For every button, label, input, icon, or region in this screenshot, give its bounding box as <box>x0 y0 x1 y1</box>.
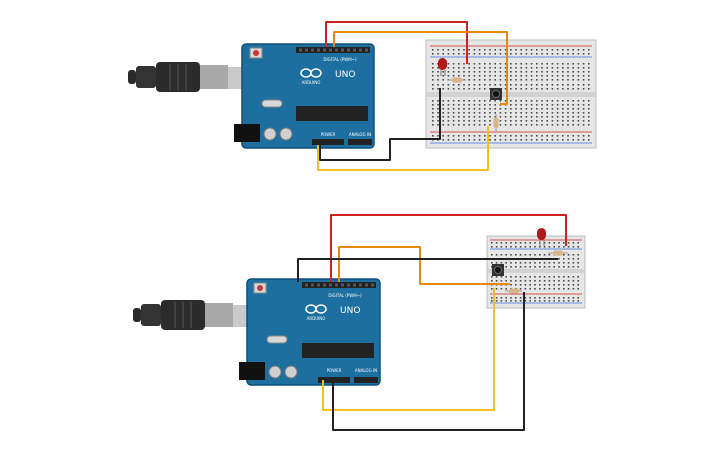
wire-orange[interactable] <box>333 31 508 105</box>
microcontroller-chip <box>302 343 374 358</box>
breadboard-holes <box>432 49 590 141</box>
led[interactable] <box>537 228 546 246</box>
wires <box>297 214 567 431</box>
push-button[interactable] <box>492 264 504 276</box>
circuit-top: DIGITAL (PWM~) ARDUINO UNO POWER ANALOG … <box>128 21 597 171</box>
arduino-brand: ARDUINO <box>302 80 321 85</box>
led[interactable] <box>438 58 447 76</box>
reset-button[interactable] <box>257 285 263 291</box>
arduino-board[interactable]: DIGITAL (PWM~) ARDUINO UNO POWER ANALOG … <box>234 43 375 149</box>
usb-cable[interactable] <box>128 62 260 92</box>
circuit-bottom: DIGITAL (PWM~) ARDUINO UNO POWER ANALOG … <box>133 214 586 431</box>
arduino-board[interactable]: DIGITAL (PWM~) ARDUINO UNO POWER ANALOG … <box>239 278 381 386</box>
wire-red[interactable] <box>330 214 567 282</box>
analog-label: ANALOG IN <box>349 132 371 137</box>
arduino-logo <box>300 68 322 78</box>
power-label: POWER <box>327 368 342 373</box>
usb-cable[interactable] <box>133 300 265 330</box>
wire-black-bottom[interactable] <box>332 292 525 431</box>
resistor-pulldown[interactable] <box>493 114 499 132</box>
resistor[interactable] <box>448 77 466 83</box>
breadboard[interactable] <box>425 39 597 149</box>
wire-yellow[interactable] <box>322 288 495 411</box>
arduino-model: UNO <box>335 70 355 80</box>
reset-button[interactable] <box>253 50 259 56</box>
wire-yellow[interactable] <box>317 126 489 171</box>
wire-red[interactable] <box>325 21 468 64</box>
digital-label: DIGITAL (PWM~) <box>323 57 357 62</box>
arduino-brand: ARDUINO <box>307 316 326 321</box>
digital-label: DIGITAL (PWM~) <box>328 293 362 298</box>
resistor[interactable] <box>548 250 568 256</box>
wire-black[interactable] <box>319 88 441 161</box>
power-label: POWER <box>321 132 336 137</box>
analog-label: ANALOG IN <box>355 368 377 373</box>
resistor-pulldown[interactable] <box>505 288 522 294</box>
arduino-logo <box>305 304 327 314</box>
arduino-model: UNO <box>340 306 360 316</box>
wires <box>317 21 508 171</box>
push-button[interactable] <box>490 88 502 100</box>
wire-black-top[interactable] <box>297 258 558 282</box>
microcontroller-chip <box>296 106 368 121</box>
